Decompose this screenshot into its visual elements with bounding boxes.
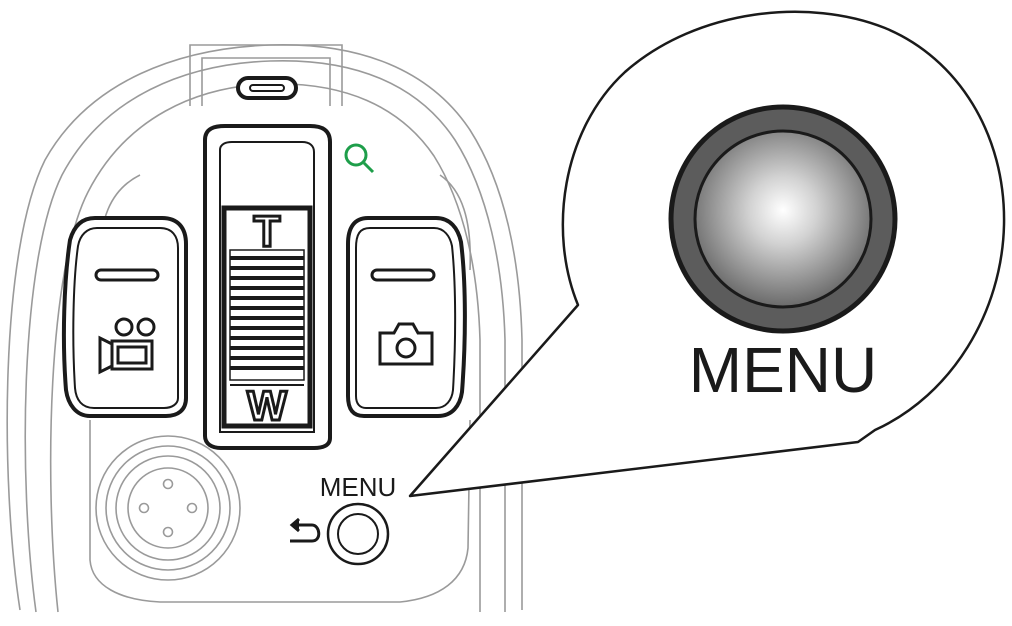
zoom-lever[interactable]: T W bbox=[203, 124, 332, 450]
menu-button-small[interactable] bbox=[326, 502, 390, 566]
video-record-button[interactable] bbox=[61, 216, 188, 418]
zoom-wide-label: W bbox=[247, 382, 287, 429]
menu-small-label: MENU bbox=[320, 472, 397, 502]
photo-button[interactable] bbox=[346, 216, 467, 418]
menu-large-label: MENU bbox=[689, 334, 877, 406]
navigation-dial[interactable] bbox=[95, 435, 241, 581]
still-camera-icon bbox=[378, 322, 434, 366]
camera-body bbox=[6, 44, 523, 613]
magnifier-icon bbox=[344, 143, 375, 174]
return-arrow-icon bbox=[289, 517, 321, 543]
movie-camera-icon bbox=[98, 317, 156, 375]
zoom-tele-label: T bbox=[254, 207, 281, 256]
menu-button-large bbox=[668, 104, 898, 334]
